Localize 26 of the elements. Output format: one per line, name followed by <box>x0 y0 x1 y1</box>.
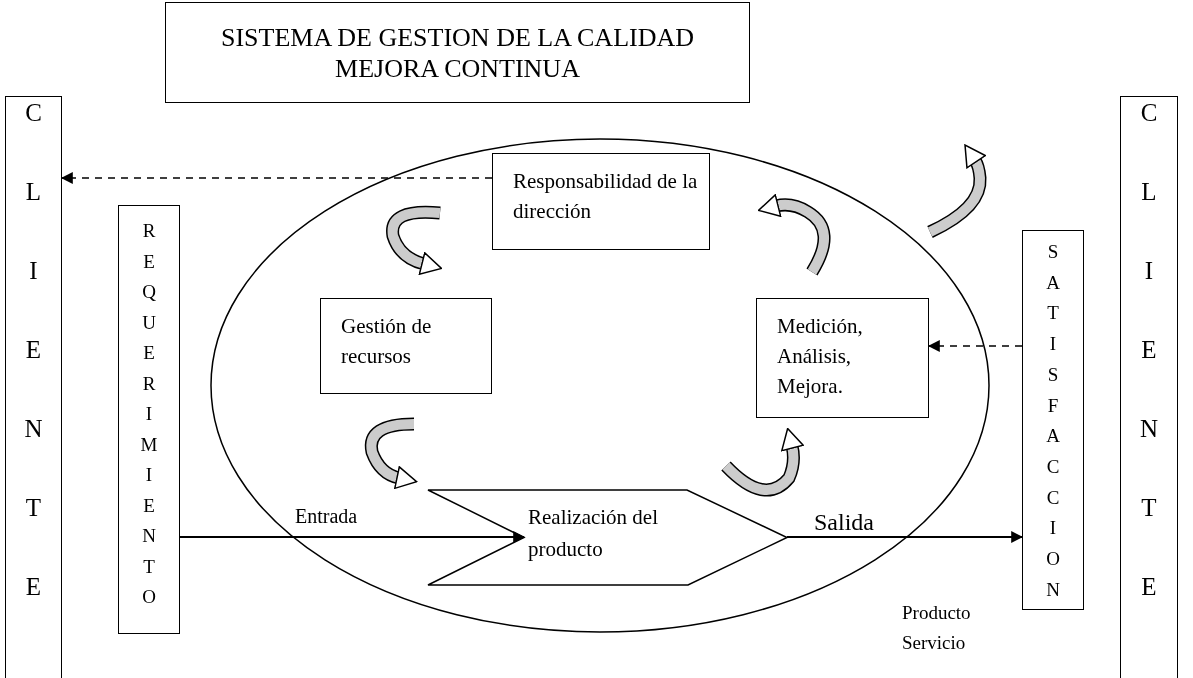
process-label: Realización del producto <box>528 504 660 563</box>
arrow <box>927 340 1023 352</box>
arrow <box>179 531 526 543</box>
vertical-text: REQUERIMIENTO <box>140 219 158 609</box>
vertical-text: SATISFACCION <box>1046 240 1060 602</box>
process-ellipse <box>210 138 990 633</box>
title-text: SISTEMA DE GESTION DE LA CALIDAD MEJORA CONTINUA <box>219 21 695 84</box>
process-label: Gestión de recursos <box>340 313 433 370</box>
client-column <box>1120 96 1178 678</box>
process-box <box>492 153 710 250</box>
edge-label: Entrada <box>295 504 358 529</box>
process-label: Responsabilidad de la dirección <box>512 168 699 225</box>
arrow <box>60 172 493 184</box>
process-box <box>756 298 929 418</box>
arrow <box>786 531 1024 543</box>
client-column <box>5 96 62 678</box>
title-box <box>165 2 750 103</box>
requirement-column <box>118 205 180 634</box>
note-label: Producto Servicio <box>902 601 972 655</box>
vertical-text: CLIENTE <box>1139 98 1159 602</box>
process-box <box>320 298 492 394</box>
vertical-text: CLIENTE <box>24 98 43 602</box>
product-chevron <box>428 490 787 585</box>
satisfaction-column <box>1022 230 1084 610</box>
process-label: Medición, Análisis, Mejora. <box>776 313 864 400</box>
edge-label: Salida <box>814 509 874 535</box>
